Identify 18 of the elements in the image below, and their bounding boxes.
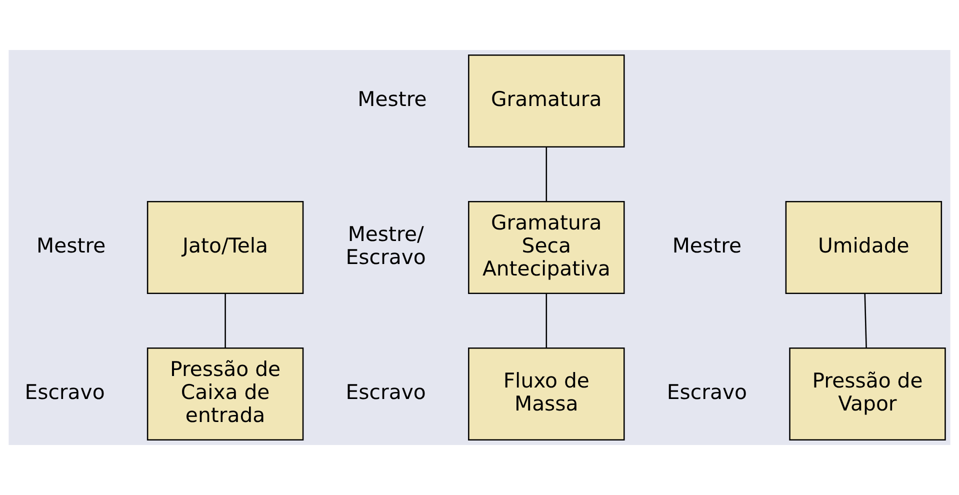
connector [546, 147, 548, 202]
node-label: Mestre [36, 233, 106, 258]
connector [224, 294, 226, 348]
node-box: Fluxo de Massa [468, 348, 625, 441]
node-label: Mestre/ Escravo [346, 222, 426, 269]
node-box: Pressão de Vapor [789, 348, 946, 441]
node-label: Mestre [358, 86, 427, 111]
node-box: Jato/Tela [146, 201, 304, 294]
node-box: Pressão de Caixa de entrada [146, 348, 304, 441]
node-box: Umidade [785, 201, 942, 294]
node-label: Escravo [346, 380, 426, 404]
node-label: Escravo [666, 380, 747, 404]
connector [864, 294, 867, 348]
node-box: Gramatura [468, 54, 625, 148]
node-label: Escravo [24, 380, 105, 404]
connector [546, 294, 548, 348]
node-label: Mestre [672, 233, 742, 258]
node-box: Gramatura Seca Antecipativa [468, 201, 625, 294]
